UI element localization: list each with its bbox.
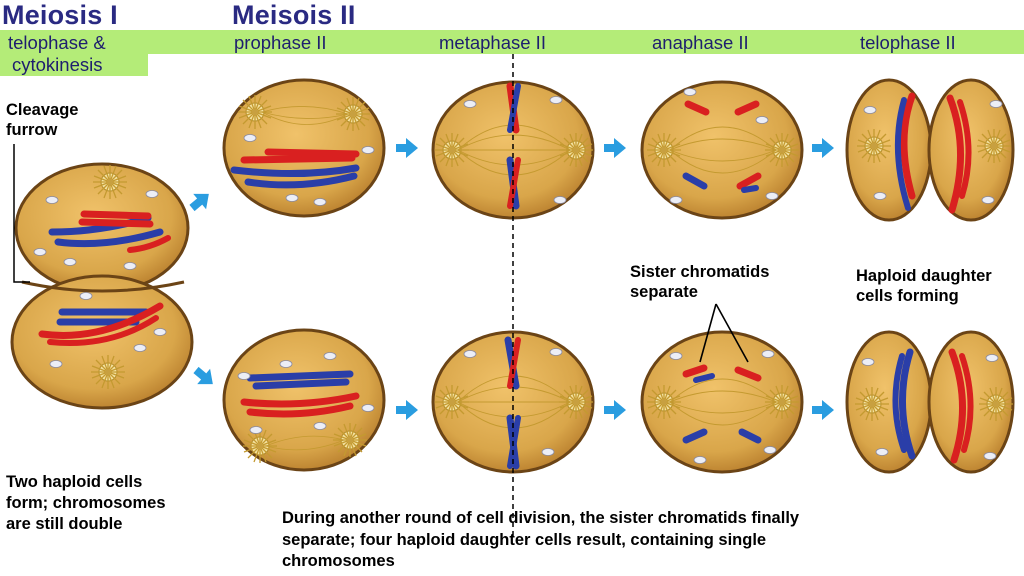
arrow-icon xyxy=(185,186,216,216)
arrow-icon xyxy=(189,362,220,392)
stage-telophase-1-line1: telophase & xyxy=(8,32,106,53)
left-caption-line2: form; chromosomes xyxy=(6,494,166,512)
arrow-icon xyxy=(812,138,834,158)
telophase-1-cell xyxy=(10,162,194,410)
stage-telophase-1-line2: cytokinesis xyxy=(12,54,103,75)
left-caption-line1: Two haploid cells xyxy=(6,473,143,491)
stage-metaphase-2: metaphase II xyxy=(439,32,546,53)
left-caption-line3: are still double xyxy=(6,515,123,533)
cleavage-leader-line xyxy=(13,144,30,283)
arrow-icon xyxy=(396,400,418,420)
arrow-icon xyxy=(604,138,626,158)
stage-telophase-2: telophase II xyxy=(860,32,956,53)
haploid-daughter-label-line2: cells forming xyxy=(856,287,959,305)
arrow-icon xyxy=(604,400,626,420)
sister-chromatids-label-line1: Sister chromatids xyxy=(630,263,770,281)
bottom-caption-line2: separate; four haploid daughter cells re… xyxy=(282,531,767,549)
meiosis-2-title: Meisois II xyxy=(232,0,356,30)
anaphase-2-bottom-cell xyxy=(640,330,804,474)
sister-chromatids-label-line2: separate xyxy=(630,283,698,301)
cleavage-furrow-label-line1: Cleavage xyxy=(6,101,79,119)
stage-prophase-2: prophase II xyxy=(234,32,327,53)
prophase-2-bottom-cell xyxy=(222,328,386,472)
stage-band xyxy=(0,30,1024,54)
anaphase-2-top-cell xyxy=(640,80,804,220)
bottom-caption-line3: chromosomes xyxy=(282,552,395,570)
arrow-icon xyxy=(812,400,834,420)
stage-band-extension xyxy=(0,54,148,76)
arrow-icon xyxy=(396,138,418,158)
sister-chromatids-pointer xyxy=(699,303,749,363)
stage-anaphase-2: anaphase II xyxy=(652,32,749,53)
cleavage-furrow-label-line2: furrow xyxy=(6,121,58,139)
bottom-caption-line1: During another round of cell division, t… xyxy=(282,509,800,527)
haploid-daughter-label-line1: Haploid daughter xyxy=(856,267,992,285)
telophase-2-bottom-cells xyxy=(845,330,1015,474)
prophase-2-top-cell xyxy=(222,78,386,218)
meiosis-1-title: Meiosis I xyxy=(2,0,118,30)
telophase-2-top-cells xyxy=(845,78,1015,222)
